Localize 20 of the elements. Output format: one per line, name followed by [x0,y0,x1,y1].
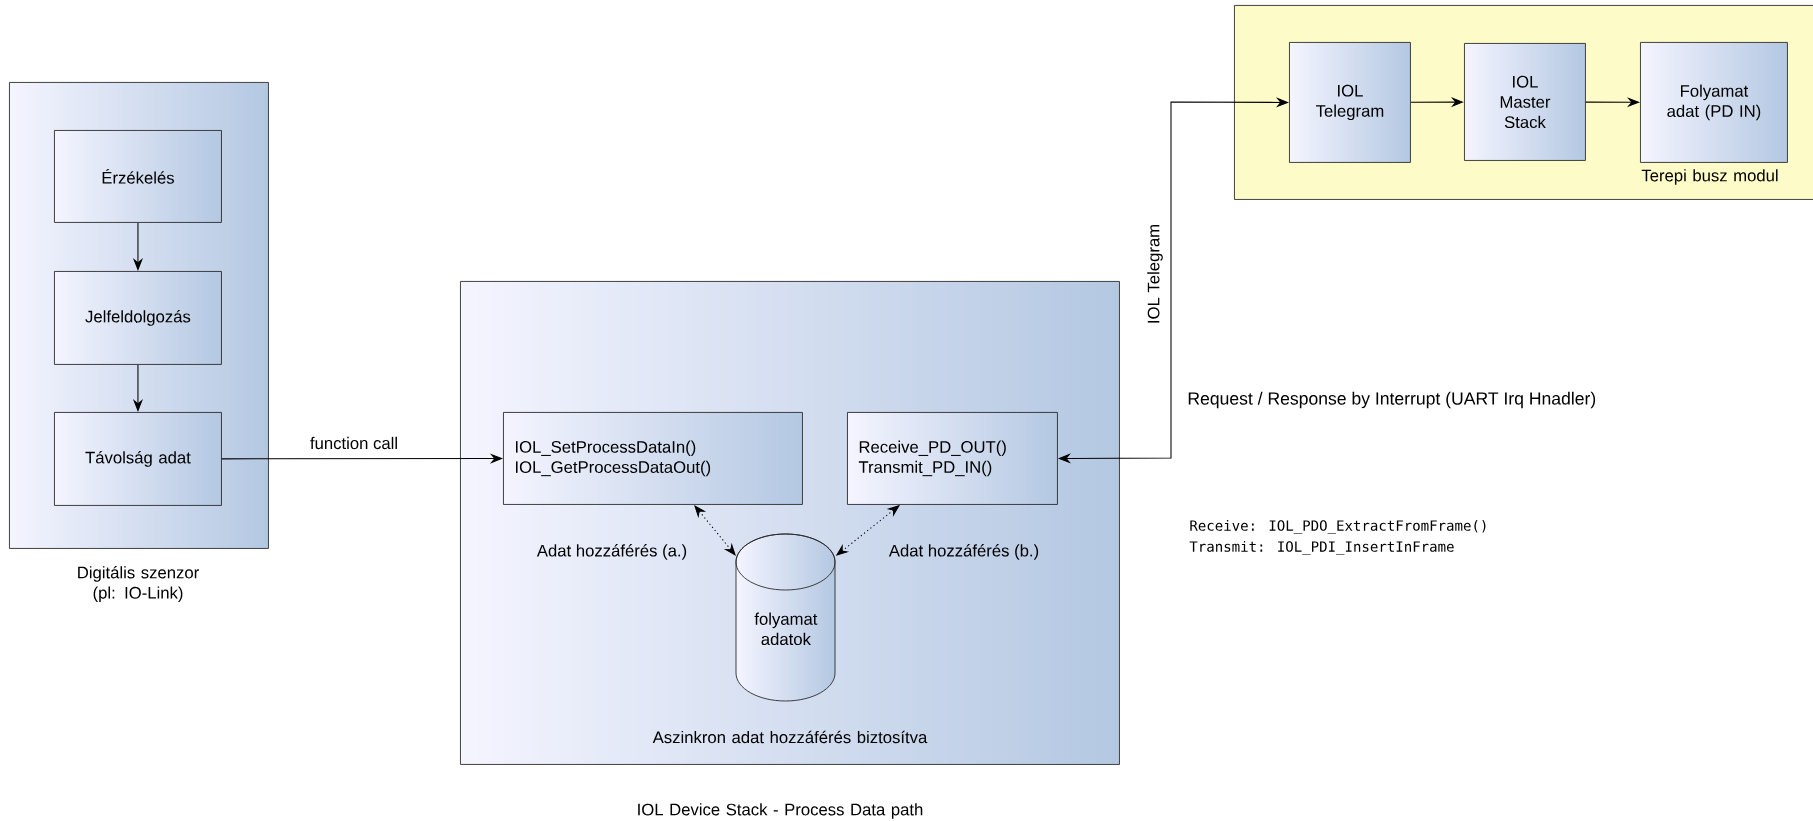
process-box: IOL Master Stack [1464,43,1586,161]
process-box: Távolság adat [54,412,222,506]
code-note: Receive: IOL_PDO_ExtractFromFrame() [1190,520,1486,534]
note-text: Request / Response by Interrupt (UART Irq Hnadler) [1188,391,1596,409]
panel-caption: IOL Device Stack - Process Data path [638,803,923,819]
function-box: Receive_PD_OUT() Transmit_PD_IN() [847,412,1058,505]
edge-label: IOL Telegram [1147,225,1163,323]
edge-label: Adat hozzáférés (b.) [888,544,1039,560]
process-box: Jelfeldolgozás [54,271,222,365]
process-box: Érzékelés [54,130,222,223]
process-box: IOL Telegram [1289,42,1411,163]
edge-label: Adat hozzáférés (a.) [536,544,687,560]
panel-caption: Terepi busz modul [1641,169,1778,185]
function-box: IOL_SetProcessDataIn() IOL_GetProcessDataOut() [503,412,803,505]
database-cylinder: folyamat adatok [735,533,836,702]
edge-label: function call [310,436,397,450]
process-box: Folyamat adat (PD IN) [1640,42,1788,163]
panel-caption: Aszinkron adat hozzáférés biztosítva [652,730,928,744]
panel-caption: Digitális szenzor (pl: IO-Link) [78,566,199,602]
code-note: Transmit: IOL_PDI_InsertInFrame [1189,541,1454,555]
